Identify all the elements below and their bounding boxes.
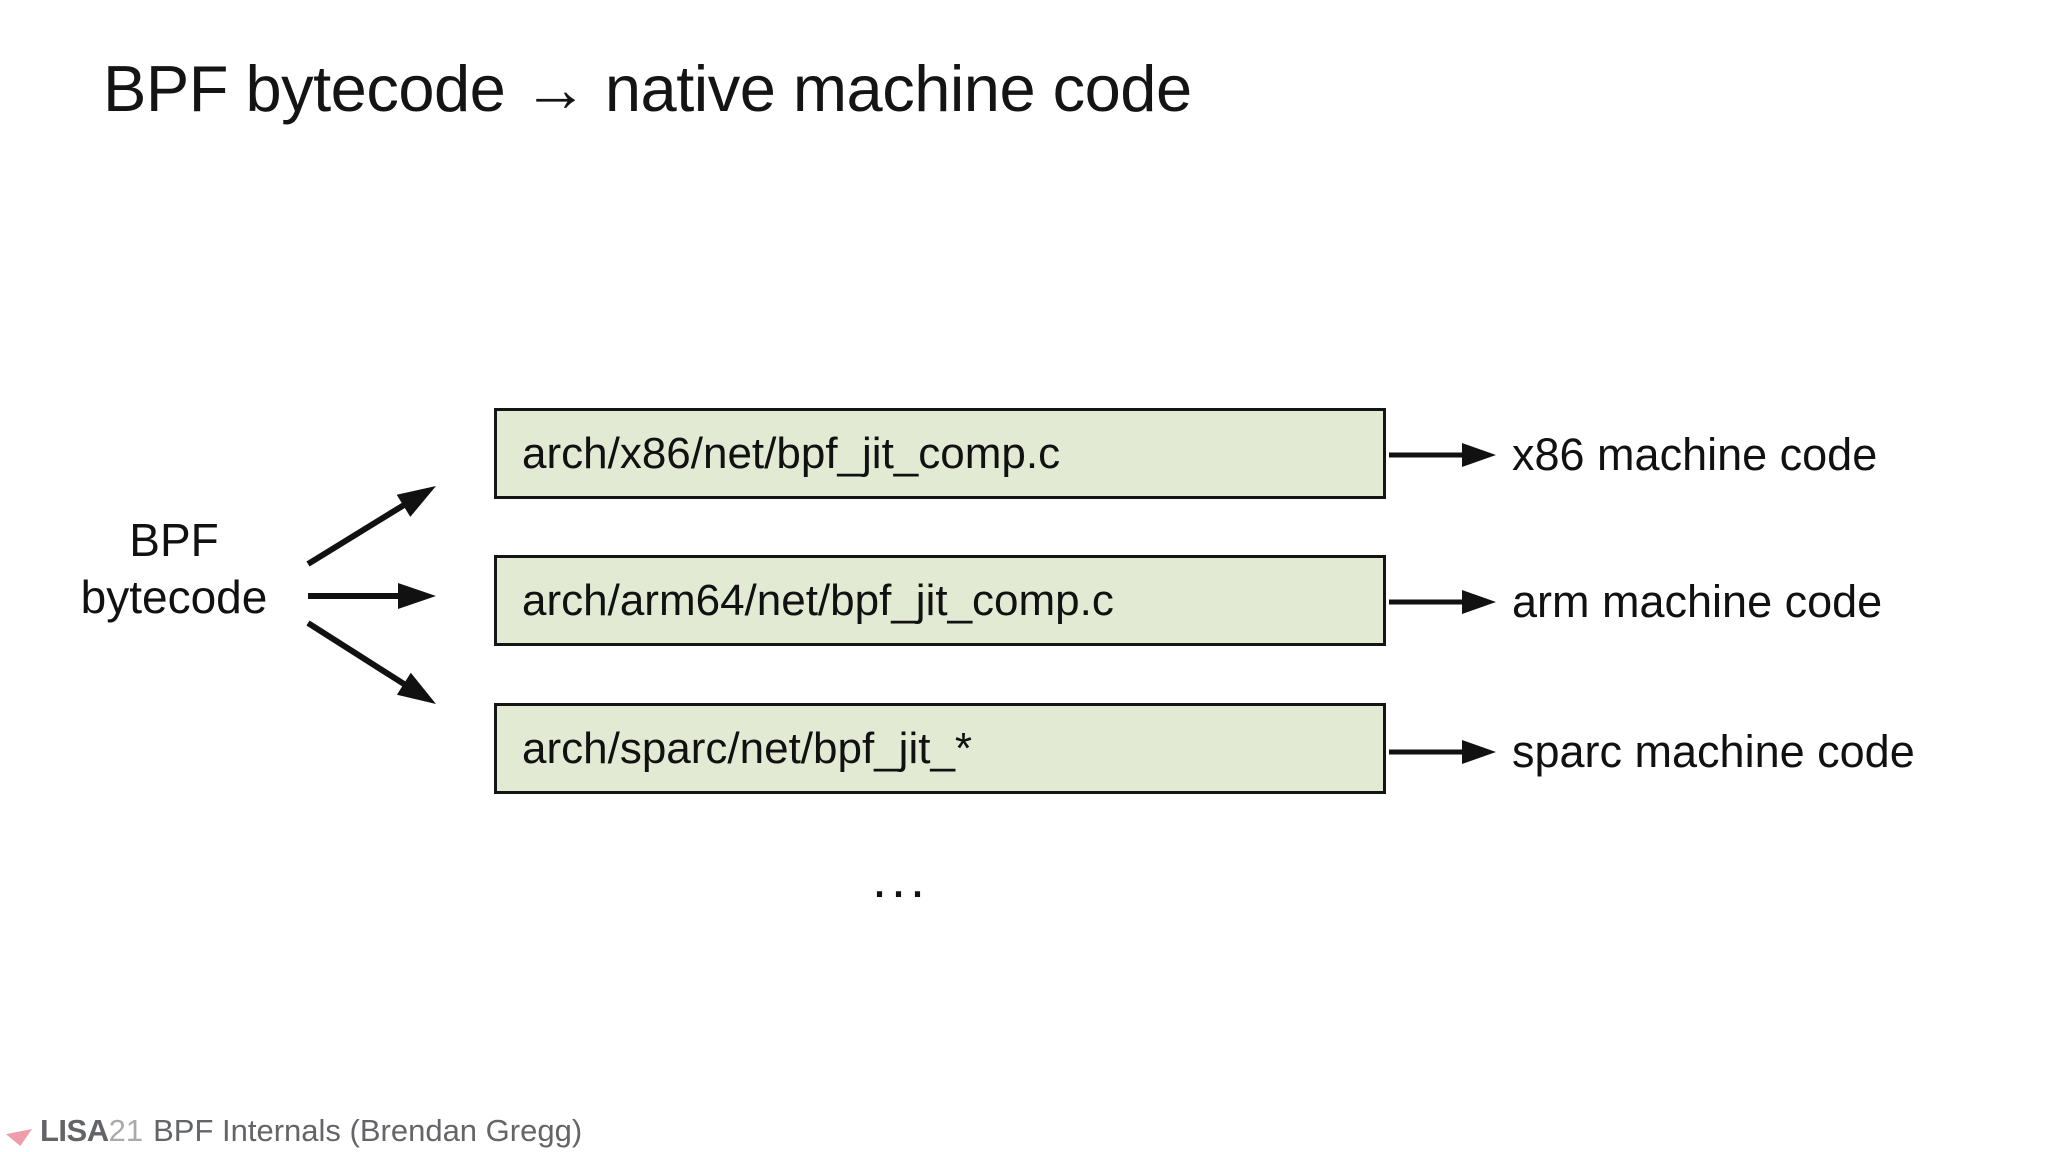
fan-arrow-middle xyxy=(308,583,436,609)
jit-source-path-x86: arch/x86/net/bpf_jit_comp.c xyxy=(522,428,1061,478)
jit-source-box-x86: arch/x86/net/bpf_jit_comp.c xyxy=(494,408,1386,499)
jit-source-box-arm64: arch/arm64/net/bpf_jit_comp.c xyxy=(494,555,1386,646)
bpf-bytecode-line2: bytecode xyxy=(80,571,268,623)
footer: LISA21 BPF Internals (Brendan Gregg) xyxy=(40,1113,582,1149)
footer-conference-year: 21 xyxy=(108,1113,144,1148)
output-arrow-x86 xyxy=(1389,443,1496,467)
slide-title: BPF bytecode → native machine code xyxy=(103,52,1192,125)
bpf-bytecode-line1: BPF xyxy=(129,514,219,566)
output-arrow-sparc xyxy=(1389,740,1496,764)
machine-code-label-arm: arm machine code xyxy=(1512,576,1883,627)
jit-source-box-sparc: arch/sparc/net/bpf_jit_* xyxy=(494,703,1386,794)
jit-source-path-sparc: arch/sparc/net/bpf_jit_* xyxy=(522,723,973,773)
more-architectures-ellipsis: ... xyxy=(872,849,930,909)
machine-code-label-x86: x86 machine code xyxy=(1512,429,1878,480)
fan-arrow-top xyxy=(306,486,436,567)
lisa-logo-accent-icon xyxy=(6,1129,32,1146)
footer-talk-credit: BPF Internals (Brendan Gregg) xyxy=(153,1113,583,1148)
jit-source-path-arm64: arch/arm64/net/bpf_jit_comp.c xyxy=(522,575,1114,625)
footer-conference-name: LISA xyxy=(40,1113,109,1148)
fan-arrow-bottom xyxy=(306,620,436,704)
bpf-bytecode-label: BPF bytecode xyxy=(28,512,320,626)
output-arrow-arm xyxy=(1389,590,1496,614)
machine-code-label-sparc: sparc machine code xyxy=(1512,726,1915,777)
